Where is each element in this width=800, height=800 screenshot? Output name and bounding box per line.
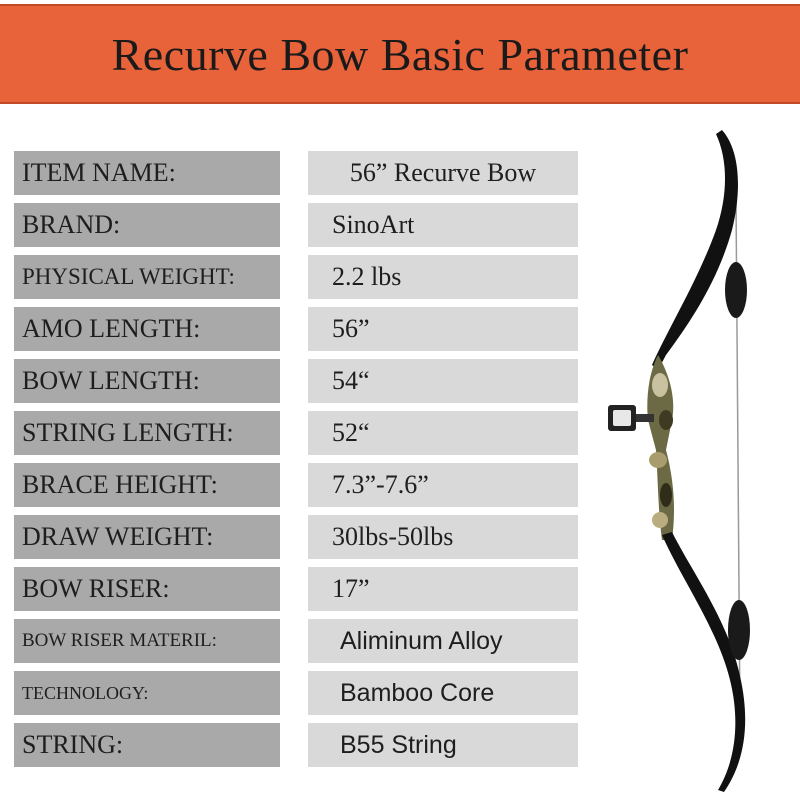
label-bow-length: BOW LENGTH: <box>14 359 280 403</box>
value-technology: Bamboo Core <box>308 671 578 715</box>
label-item-name: ITEM NAME: <box>14 151 280 195</box>
title-banner: Recurve Bow Basic Parameter <box>0 4 800 104</box>
value-bow-riser: 17” <box>308 567 578 611</box>
label-draw-weight: DRAW WEIGHT: <box>14 515 280 559</box>
lower-silencer <box>728 600 750 660</box>
upper-limb <box>652 130 738 370</box>
recurve-bow-icon <box>608 130 750 792</box>
value-bow-riser-material: Aliminum Alloy <box>308 619 578 663</box>
lower-limb <box>662 532 746 792</box>
value-bow-length: 54“ <box>308 359 578 403</box>
label-bow-riser-material: BOW RISER MATERIL: <box>14 619 280 663</box>
value-physical-weight: 2.2 lbs <box>308 255 578 299</box>
label-amo-length: AMO LENGTH: <box>14 307 280 351</box>
value-brand: SinoArt <box>308 203 578 247</box>
value-amo-length: 56” <box>308 307 578 351</box>
label-bow-riser: BOW RISER: <box>14 567 280 611</box>
value-brace-height: 7.3”-7.6” <box>308 463 578 507</box>
label-brand: BRAND: <box>14 203 280 247</box>
value-string-length: 52“ <box>308 411 578 455</box>
label-string-length: STRING LENGTH: <box>14 411 280 455</box>
label-physical-weight: PHYSICAL WEIGHT: <box>14 255 280 299</box>
label-technology: TECHNOLOGY: <box>14 671 280 715</box>
label-brace-height: BRACE HEIGHT: <box>14 463 280 507</box>
label-string: STRING: <box>14 723 280 767</box>
value-string: B55 String <box>308 723 578 767</box>
page-title: Recurve Bow Basic Parameter <box>111 29 689 80</box>
upper-silencer <box>725 262 747 318</box>
value-draw-weight: 30lbs-50lbs <box>308 515 578 559</box>
value-item-name: 56” Recurve Bow <box>308 151 578 195</box>
